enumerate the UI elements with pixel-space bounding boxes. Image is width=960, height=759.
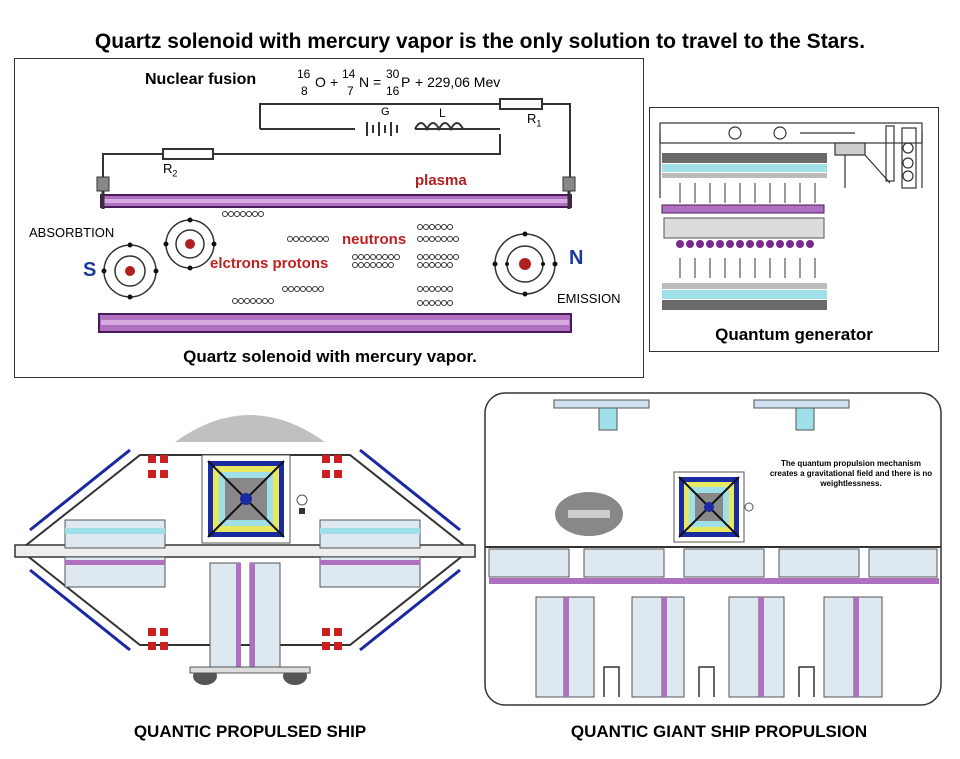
battery-g	[366, 122, 398, 136]
giant-panel: The quantum propulsion mechanism creates…	[484, 392, 944, 710]
absorbtion-label: ABSORBTION	[29, 225, 115, 240]
neutrons-label: neutrons	[342, 231, 407, 248]
ship-lamp	[296, 494, 308, 506]
giant-caption: QUANTIC GIANT SHIP PROPULSION	[570, 722, 868, 741]
ship-diagram	[14, 415, 476, 685]
l-label: L	[439, 106, 446, 120]
n-z: 7	[347, 84, 354, 98]
gen-chamber	[663, 217, 825, 239]
circuit-wires	[102, 103, 571, 179]
giant-column-tubes	[564, 597, 859, 697]
generator-panel: Quantum generator	[649, 107, 939, 352]
giant-deck-modules	[488, 548, 939, 584]
p-symbol: P	[401, 74, 411, 90]
solenoid-diagram	[96, 98, 576, 333]
gen-slab-1	[662, 153, 827, 163]
s-pole-label: S	[83, 259, 97, 281]
ship-panel	[10, 400, 480, 700]
emission-label: EMISSION	[557, 291, 621, 306]
inductor-l	[414, 122, 464, 132]
n-symbol: N	[359, 74, 370, 90]
gen-slab-5	[662, 290, 827, 299]
ship-red-blocks	[148, 455, 342, 650]
n-mass: 14	[342, 67, 356, 81]
solenoid-caption: Quartz solenoid with mercury vapor.	[183, 347, 477, 366]
resistor-r2	[162, 148, 214, 160]
particle-rows	[222, 211, 459, 306]
r1-label: R1	[527, 111, 542, 129]
generator-caption: Quantum generator	[715, 325, 873, 344]
electron-dots	[101, 217, 558, 300]
o-symbol: O	[315, 74, 326, 90]
ship-generator-right	[319, 519, 421, 588]
plasma-label: plasma	[415, 172, 467, 189]
giant-pyramid	[673, 471, 745, 543]
giant-top-hatches	[553, 399, 850, 431]
fusion-energy: + 229,06 Mev	[415, 74, 501, 90]
atom-left-1	[165, 219, 215, 269]
o-mass: 16	[297, 67, 311, 81]
gen-arrows-down	[679, 258, 816, 278]
gen-slab-4	[662, 283, 827, 289]
equals-sign: =	[373, 74, 382, 90]
ship-vertical-tubes	[209, 562, 281, 669]
gen-slab-3	[662, 173, 827, 178]
electrons-protons-label: elctrons protons	[210, 255, 329, 272]
gen-slab-6	[662, 300, 827, 310]
p-z: 16	[386, 84, 400, 98]
ship-caption: QUANTIC PROPULSED SHIP	[133, 722, 367, 741]
solenoid-panel: Nuclear fusion 16 8 O + 14 7 N = 30 16 P…	[14, 58, 644, 378]
page-title: Quartz solenoid with mercury vapor is th…	[94, 30, 866, 53]
generator-diagram	[659, 122, 923, 310]
r2-label: R2	[163, 161, 178, 179]
resistor-r1	[499, 98, 543, 110]
nuclear-fusion-label: Nuclear fusion	[145, 71, 257, 88]
gen-tube-top	[661, 204, 825, 214]
electrode-left	[96, 176, 110, 192]
electrode-right	[562, 176, 576, 192]
giant-fixtures	[603, 666, 815, 697]
gen-beads	[676, 240, 814, 248]
plus-sign: +	[330, 74, 339, 90]
ship-dome	[175, 415, 325, 442]
g-label: G	[381, 106, 390, 118]
atom-right	[494, 233, 556, 295]
gen-slab-2	[662, 164, 827, 172]
n-pole-label: N	[569, 247, 584, 269]
ship-generator-left	[64, 519, 166, 588]
p-mass: 30	[386, 67, 400, 81]
ship-pyramid	[201, 454, 291, 544]
gen-arrows-up	[679, 183, 816, 203]
giant-diagram	[484, 392, 942, 706]
atom-left-2	[103, 244, 157, 298]
o-z: 8	[301, 84, 308, 98]
giant-note: The quantum propulsion mechanism creates…	[769, 459, 933, 488]
